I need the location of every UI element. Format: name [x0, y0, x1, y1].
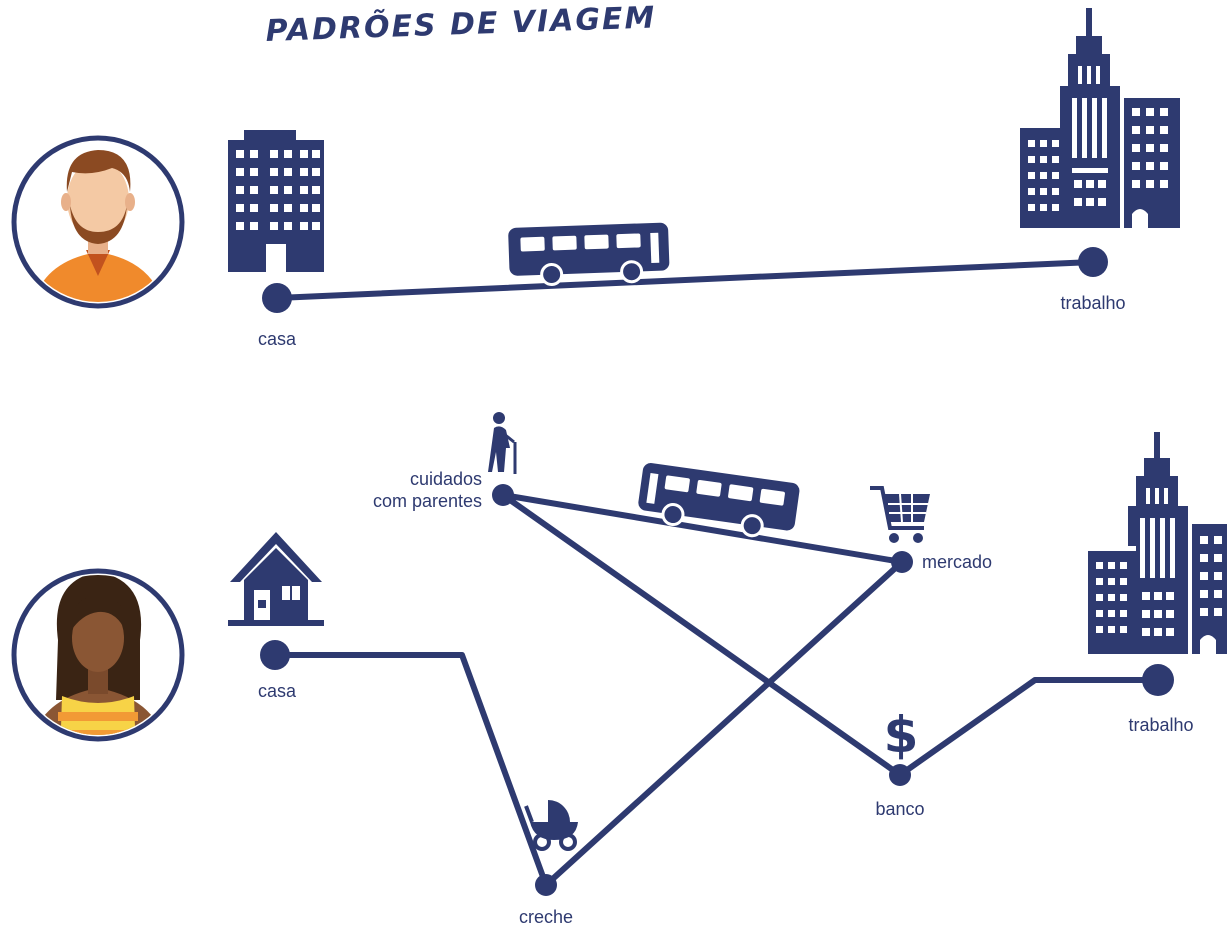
pattern-1	[11, 8, 1180, 313]
stop-dot-casa-2	[260, 640, 290, 670]
stop-label-banco: banco	[875, 799, 925, 819]
building-window	[284, 150, 292, 158]
building-window	[270, 168, 278, 176]
building-window	[270, 222, 278, 230]
building-window	[300, 168, 308, 176]
stop-dot-trabalho-2	[1142, 664, 1174, 696]
building-window	[312, 186, 320, 194]
stop-label-cuidados: cuidados com parentes	[373, 468, 482, 512]
svg-text:$: $	[884, 706, 919, 764]
building-window	[284, 222, 292, 230]
building-window	[236, 186, 244, 194]
stop-dot-cuidados	[492, 484, 514, 506]
house-icon	[228, 532, 324, 626]
stroller-icon	[524, 800, 578, 851]
building-window	[270, 186, 278, 194]
building-window	[250, 204, 258, 212]
stop-dot-mercado	[891, 551, 913, 573]
stop-label-creche: creche	[518, 907, 574, 927]
elderly-person-icon	[488, 412, 517, 474]
stop-dot-trabalho-1	[1078, 247, 1108, 277]
building-window	[270, 150, 278, 158]
building-window	[250, 222, 258, 230]
building-window	[312, 204, 320, 212]
stop-label-casa-1: casa	[257, 329, 297, 349]
building-window	[300, 222, 308, 230]
building-window	[284, 186, 292, 194]
stop-label-cuidados-line1: cuidados	[409, 469, 482, 489]
building-window	[236, 168, 244, 176]
shopping-cart-icon	[870, 486, 930, 543]
building-window	[250, 150, 258, 158]
pattern-2: $	[11, 412, 1227, 896]
man-avatar	[11, 135, 185, 309]
building-window	[250, 186, 258, 194]
bus-icon	[638, 463, 800, 538]
apartment-building-icon	[228, 130, 324, 272]
stop-dot-banco	[889, 764, 911, 786]
building-window	[270, 204, 278, 212]
route-lines	[272, 492, 1161, 888]
building-window	[300, 150, 308, 158]
stop-label-trabalho-2: trabalho	[1128, 715, 1194, 735]
dollar-icon: $	[884, 706, 919, 764]
stop-label-mercado: mercado	[922, 552, 993, 572]
stop-label-trabalho-1: trabalho	[1060, 293, 1126, 313]
building-window	[236, 150, 244, 158]
woman-avatar	[11, 568, 185, 742]
skyscraper-icon	[1088, 432, 1227, 654]
stop-dot-casa-1	[262, 283, 292, 313]
building-window	[236, 222, 244, 230]
building-window	[300, 204, 308, 212]
stop-dot-creche	[535, 874, 557, 896]
building-window	[300, 186, 308, 194]
building-window	[250, 168, 258, 176]
building-window	[284, 204, 292, 212]
building-window	[236, 204, 244, 212]
skyscraper-icon	[1020, 8, 1180, 228]
stop-label-casa-2: casa	[257, 681, 297, 701]
building-window	[284, 168, 292, 176]
stop-label-cuidados-line2: com parentes	[372, 491, 482, 511]
building-window	[312, 150, 320, 158]
bus-icon	[508, 222, 670, 287]
building-window	[312, 168, 320, 176]
building-window	[312, 222, 320, 230]
